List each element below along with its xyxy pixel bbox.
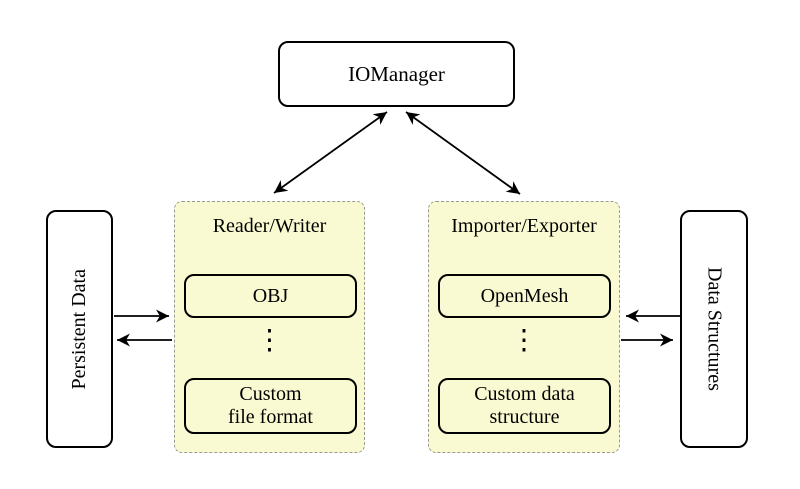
node-custom-data-structure: Custom data structure (438, 378, 611, 434)
vertical-ellipsis-right: ⋮ (510, 323, 538, 356)
node-iomanager-label: IOManager (348, 61, 445, 86)
panel-reader-writer: Reader/Writer OBJ ⋮ Custom file format (174, 201, 365, 453)
node-iomanager: IOManager (278, 41, 515, 107)
node-data-structures: Data Structures (680, 210, 748, 448)
node-custom-file-format-label: Custom file format (228, 383, 313, 428)
vertical-ellipsis-left: ⋮ (255, 323, 284, 356)
panel-importer-exporter-title: Importer/Exporter (451, 215, 597, 237)
node-openmesh: OpenMesh (438, 274, 611, 318)
node-obj-label: OBJ (252, 284, 289, 307)
node-data-structures-label: Data Structures (703, 267, 726, 391)
node-persistent-data-label: Persistent Data (68, 268, 90, 390)
panel-reader-writer-title: Reader/Writer (212, 215, 327, 237)
node-obj: OBJ (184, 274, 357, 318)
arrow-iomanager-importer-exporter (405, 111, 521, 195)
panel-importer-exporter: Importer/Exporter OpenMesh ⋮ Custom data… (428, 201, 620, 453)
node-custom-data-structure-label: Custom data structure (474, 383, 575, 428)
node-custom-file-format: Custom file format (184, 378, 357, 434)
node-persistent-data: Persistent Data (46, 210, 113, 448)
arrow-iomanager-reader-writer (273, 111, 388, 194)
node-openmesh-label: OpenMesh (480, 284, 569, 307)
